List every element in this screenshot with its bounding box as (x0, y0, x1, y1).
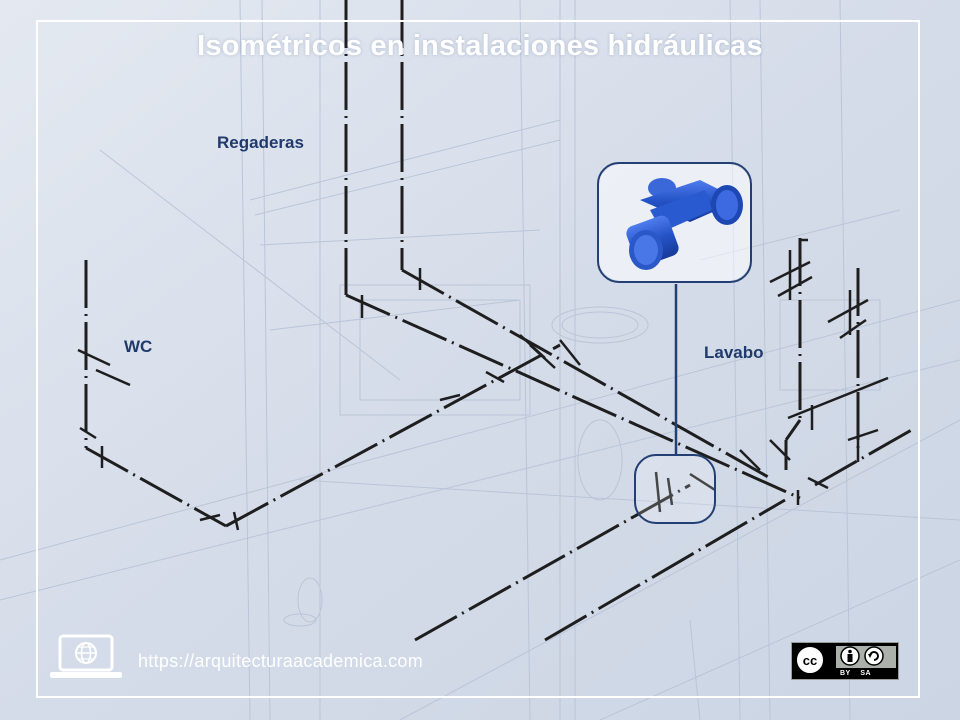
pipe-main-diagonal-a (345, 293, 801, 500)
pipe-network (84, 0, 916, 642)
cc-license-badge[interactable]: cc BY SA (791, 642, 899, 680)
slide-title: Isométricos en instalaciones hidráulicas (197, 30, 763, 62)
cc-license-footer: BY SA (840, 670, 872, 677)
pipe-lavabo-run (814, 426, 916, 487)
pipe-lower-b (544, 498, 786, 642)
valve-callout (597, 162, 752, 283)
cc-icon (795, 645, 825, 675)
valve-icon (598, 164, 751, 281)
laptop-globe-icon (50, 634, 122, 678)
label-wc: WC (124, 337, 153, 356)
lavabo-valve-callout (634, 454, 716, 524)
label-regaderas: Regaderas (217, 133, 304, 152)
cc-badge-graphic: cc (792, 643, 898, 679)
pipe-wc-run (85, 446, 227, 528)
pipe-wc-to-main (225, 343, 561, 528)
website-url-link[interactable]: https://arquitecturaacademica.com (138, 651, 424, 671)
pipe-fittings (77, 238, 889, 531)
sa-icon (864, 646, 884, 666)
pipe-main-diagonal-b (401, 268, 771, 480)
label-lavabo: Lavabo (704, 343, 764, 362)
cc-icon-text: cc (803, 653, 817, 668)
